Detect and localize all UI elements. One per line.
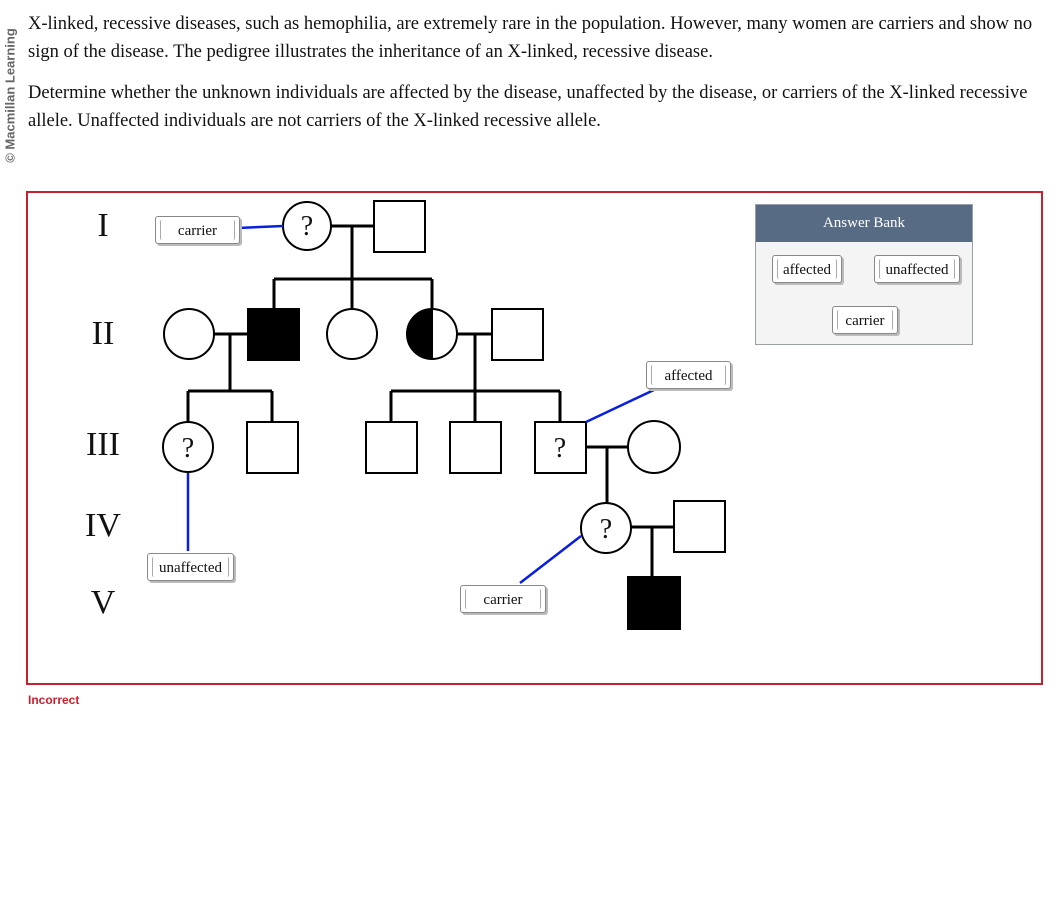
individual-II-1-female (163, 308, 215, 360)
generation-label-I: I (97, 207, 109, 244)
answer-bank: Answer Bank affected unaffected carrier (755, 204, 973, 345)
unknown-marker: ? (300, 211, 314, 242)
placed-label-unaffected[interactable]: unaffected (147, 553, 234, 581)
individual-III-3-male (365, 421, 418, 474)
pedigree-board: I II III IV V ? ? ? ? carrier unaffected… (26, 191, 1043, 685)
answer-bank-title: Answer Bank (756, 205, 972, 242)
answer-option-carrier[interactable]: carrier (832, 306, 898, 334)
label-connector (519, 535, 582, 584)
generation-label-II: II (91, 315, 115, 352)
individual-IV-1-female (580, 502, 632, 554)
individual-II-3-female (326, 308, 378, 360)
placed-label-carrier[interactable]: carrier (155, 216, 240, 244)
individual-III-2-male (246, 421, 299, 474)
pedigree-chart (162, 200, 726, 630)
individual-IV-2-male (673, 500, 726, 553)
individual-III-5-male (534, 421, 587, 474)
unknown-marker: ? (553, 433, 567, 464)
individual-III-4-male (449, 421, 502, 474)
individual-V-1-male-affected (627, 576, 681, 630)
individual-III-1-female (162, 421, 214, 473)
intro-paragraph: X-linked, recessive diseases, such as he… (28, 14, 1033, 62)
label-connector (237, 224, 284, 230)
unknown-marker: ? (181, 433, 195, 464)
unknown-marker: ? (599, 514, 613, 545)
generation-label-V: V (90, 584, 116, 621)
individual-I-2-male (373, 200, 426, 253)
placed-label-affected[interactable]: affected (646, 361, 731, 389)
individual-II-2-male-affected (247, 308, 300, 361)
answer-option-unaffected[interactable]: unaffected (874, 255, 960, 283)
instruction-paragraph: Determine whether the unknown individual… (28, 83, 1028, 131)
label-connector (585, 387, 657, 424)
copyright-watermark: © Macmillan Learning (2, 28, 18, 163)
answer-option-affected[interactable]: affected (772, 255, 842, 283)
generation-label-III: III (86, 426, 120, 463)
individual-III-6-female (627, 420, 681, 474)
placed-label-carrier[interactable]: carrier (460, 585, 546, 613)
generation-label-IV: IV (85, 507, 121, 544)
individual-II-5-male (491, 308, 544, 361)
feedback-status: Incorrect (28, 693, 80, 707)
